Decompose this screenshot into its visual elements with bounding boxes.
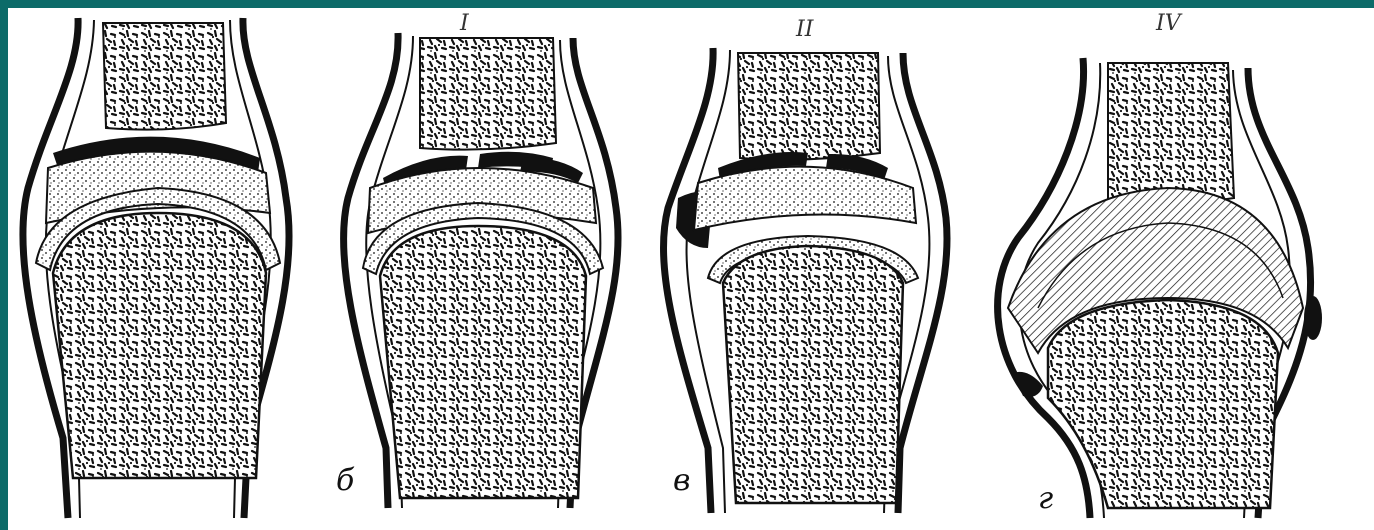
top-mark-g: IV <box>1155 11 1183 36</box>
top-mark-v: II <box>795 17 815 42</box>
figure-frame: I II IV б в г <box>8 8 1374 530</box>
panel-v <box>664 48 948 513</box>
top-mark-b: I <box>459 11 470 36</box>
panel-label-b: б <box>336 463 355 498</box>
panel-b <box>343 33 618 508</box>
panel-g <box>998 58 1322 518</box>
panel-label-v: в <box>673 463 690 498</box>
joint-illustrations: I II IV б в г <box>8 8 1374 530</box>
panel-a <box>23 18 289 518</box>
panel-label-g: г <box>1038 481 1053 516</box>
